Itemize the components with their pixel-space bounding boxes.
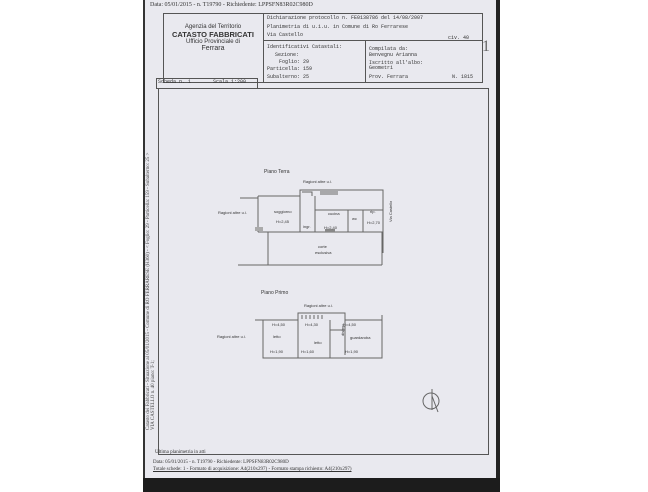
footer-last-plan: Ultima planimetria in atti <box>155 450 206 455</box>
header-box <box>163 13 483 83</box>
divider <box>365 40 366 82</box>
request-line: Data: 05/01/2015 - n. T19790 - Richieden… <box>150 2 313 8</box>
scan-edge <box>496 0 500 492</box>
ident-title: Identificativi Catastali: <box>267 44 343 50</box>
first-floor-plan <box>255 312 383 359</box>
label-wc: wc <box>352 216 357 221</box>
label-height: H=2,70 <box>367 220 381 225</box>
ground-floor-plan <box>238 189 384 266</box>
label-letto: letto <box>273 334 281 339</box>
planimetry: Planimetria di u.i.u. in Comune di Ro Fe… <box>267 24 409 30</box>
label-other-left: Ragioni altre u.i. <box>218 210 247 215</box>
label-other-top: Ragioni altre u.i. <box>304 303 333 308</box>
registered: Iscritto all'albo: <box>369 60 424 66</box>
scheda: Scheda n. 1 <box>158 79 192 85</box>
footer-format: Totale schede: 1 - Formato di acquisizio… <box>153 467 352 472</box>
label-soggiorno: soggiorno <box>274 209 292 214</box>
label-height: H=1,90 <box>270 349 284 354</box>
north-arrow-icon <box>422 389 440 413</box>
scanned-page <box>143 0 499 488</box>
label-ingr: ingr. <box>303 224 311 229</box>
label-street: Via Castello <box>388 200 393 222</box>
agency-office: Ufficio Provinciale di <box>186 39 240 45</box>
label-letto: letto <box>314 340 322 345</box>
label-height: H=4,30 <box>305 322 319 327</box>
foglio: Foglio: 29 <box>279 59 310 65</box>
declaration: Dichiarazione protocollo n. FE0138786 de… <box>267 15 424 21</box>
label-height: H=4,50 <box>343 322 357 327</box>
divider <box>264 40 482 41</box>
scale: Scala 1:200 <box>213 79 247 85</box>
label-esclusiva: esclusiva <box>315 250 332 255</box>
civic-number: civ. 40 <box>448 35 470 41</box>
label-cucina: cucina <box>328 211 340 216</box>
label-other-left: Ragioni altre u.i. <box>217 334 246 339</box>
agency-name: Agenzia del Territorio <box>184 24 242 30</box>
label-guardaroba: guardaroba <box>350 335 371 340</box>
label-rip: rip. <box>370 209 376 214</box>
particella: Particella: 159 <box>267 66 313 72</box>
compiled-by: Compilata da: <box>369 46 409 52</box>
registry: Geometri <box>369 65 394 71</box>
handwritten-number: 1 <box>482 38 490 55</box>
province: Prov. Ferrara <box>369 74 409 80</box>
agency-block: Agenzia del Territorio CATASTO FABBRICAT… <box>164 24 262 52</box>
address: Via Castello <box>267 32 304 38</box>
label-height: H=2,40 <box>324 225 338 230</box>
label-height: H=1,60 <box>301 349 315 354</box>
side-text: Catasto dei Fabbricati - Situazione al 0… <box>146 153 156 430</box>
side-text-line2: VIA CASTELLO n. 40 piano: T-1; <box>151 360 156 430</box>
scan-edge-bottom <box>143 478 500 492</box>
first-floor-title: Piano Primo <box>261 290 289 296</box>
agency-dept: CATASTO FABBRICATI <box>172 30 254 39</box>
author: Benvegnu Arianna <box>369 52 418 58</box>
label-height: H=1,90 <box>345 349 359 354</box>
sezione: Sezione: <box>275 52 300 58</box>
subalterno: Subalterno: 25 <box>267 74 310 80</box>
footer-request: Data: 05/01/2015 - n. T19790 - Richieden… <box>153 460 289 465</box>
agency-city: Ferrara <box>201 45 225 52</box>
label-other-top: Ragioni altre u.i. <box>303 179 332 184</box>
reg-number: N. 1815 <box>452 74 474 80</box>
drawing-frame <box>158 88 489 455</box>
label-height: H=4,50 <box>272 322 286 327</box>
label-height: H=2,45 <box>276 219 290 224</box>
ground-floor-title: Piano Terra <box>264 169 290 175</box>
divider <box>263 13 264 82</box>
label-corte: corte <box>318 244 327 249</box>
